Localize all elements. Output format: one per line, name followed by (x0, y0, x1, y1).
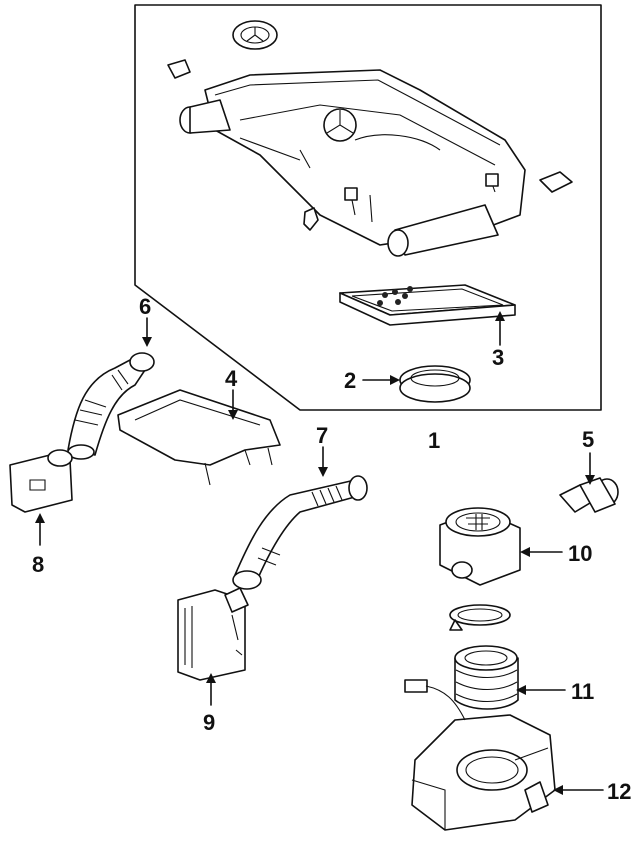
intake-hose-upper (67, 352, 155, 460)
callout-1: 1 (428, 428, 440, 453)
callout-7: 7 (316, 423, 328, 448)
callout-9: 9 (203, 710, 215, 735)
air-filter-element (339, 284, 516, 326)
leader-lines (35, 311, 604, 795)
callout-5: 5 (582, 427, 594, 452)
shield-tray (117, 389, 281, 486)
throttle-housing (404, 679, 556, 831)
air-cleaner-housing (167, 20, 573, 257)
callout-11: 11 (571, 679, 594, 704)
temperature-sensor (559, 477, 619, 513)
seal-ring (399, 365, 471, 403)
inlet-duct (9, 449, 73, 513)
assembly-bracket (134, 4, 602, 411)
rubber-coupling (454, 645, 519, 710)
callout-2: 2 (344, 368, 356, 393)
mass-air-flow-sensor (439, 507, 521, 586)
intake-hose-lower (232, 475, 368, 590)
hose-clamp (449, 604, 511, 631)
callout-8: 8 (32, 552, 44, 577)
callout-10: 10 (568, 541, 592, 566)
callout-6: 6 (139, 294, 151, 319)
callout-4: 4 (225, 366, 238, 391)
callout-12: 12 (607, 779, 631, 804)
callout-3: 3 (492, 345, 504, 370)
resonator-module (177, 587, 249, 681)
